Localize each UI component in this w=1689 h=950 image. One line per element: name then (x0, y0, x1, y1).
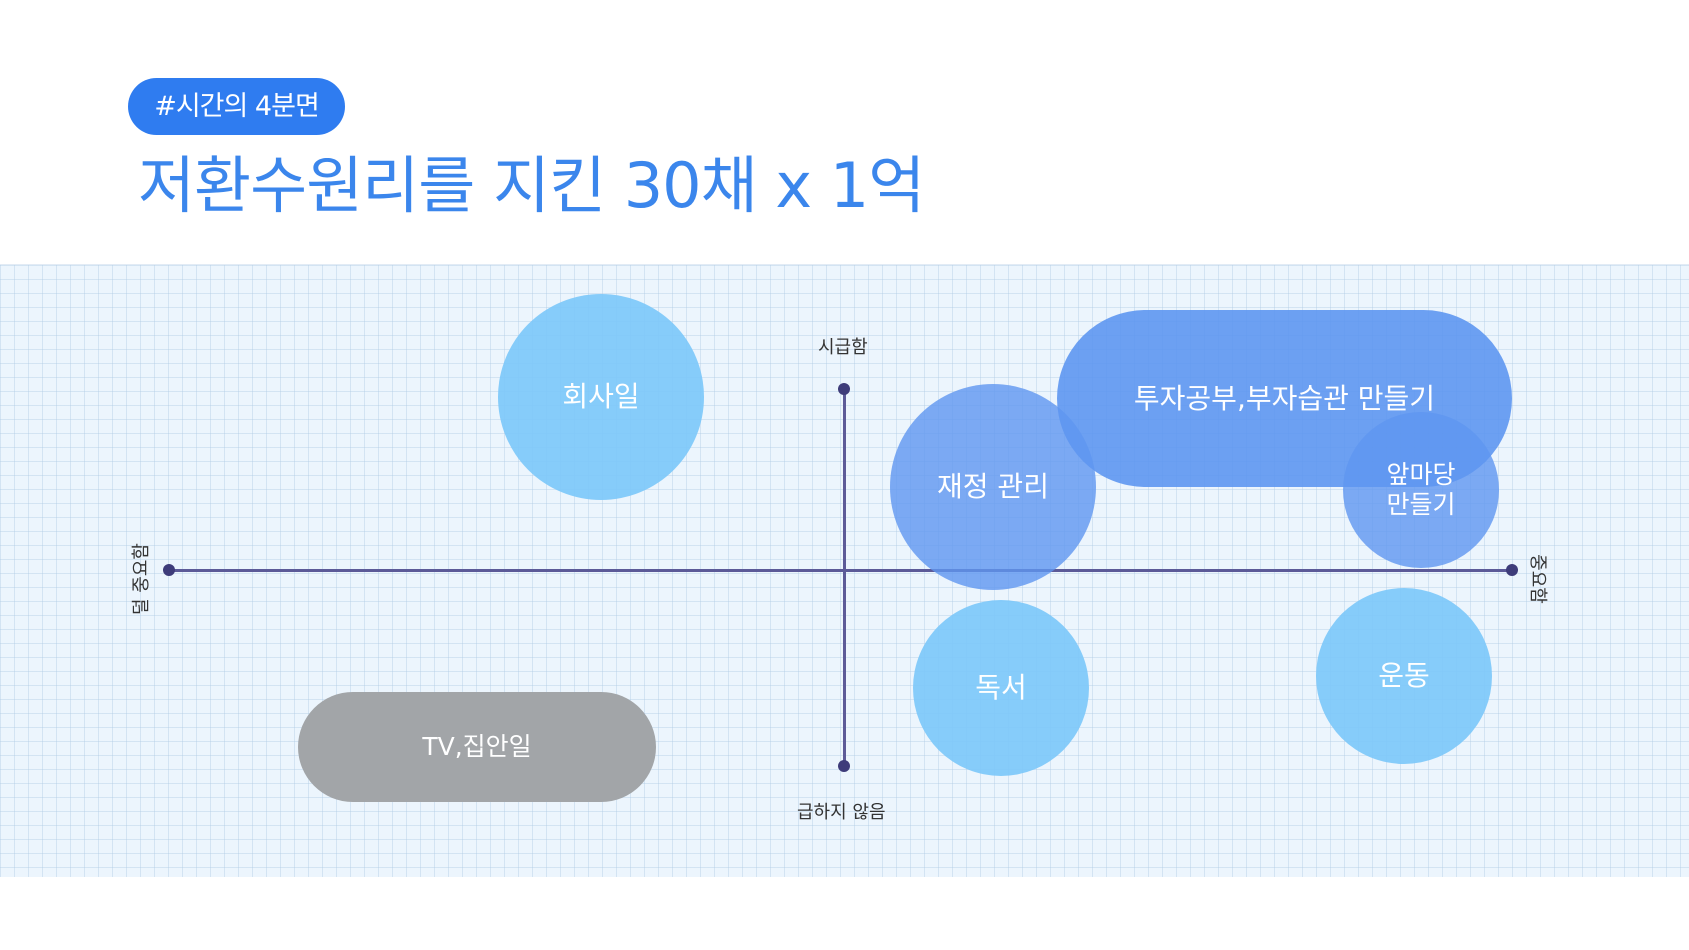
bubble-label-line1: 앞마당 (1386, 460, 1456, 489)
bubble-company-work: 회사일 (498, 294, 704, 500)
axis-left-dot (163, 564, 175, 576)
bubble-reading: 독서 (913, 600, 1089, 776)
importance-axis (169, 569, 1512, 572)
page-title: 저환수원리를 지킨 30채 x 1억 (138, 149, 925, 222)
axis-bottom-dot (838, 760, 850, 772)
bubble-label: TV,집안일 (422, 732, 532, 761)
bubble-label: 회사일 (562, 380, 640, 413)
axis-label-important: 중요함 (1527, 554, 1548, 604)
axis-top-dot (838, 383, 850, 395)
bubble-finance: 재정 관리 (890, 384, 1096, 590)
axis-label-less-important: 덜 중요함 (131, 543, 152, 615)
bubble-label-line2: 만들기 (1386, 490, 1456, 519)
axis-label-urgent: 시급함 (818, 337, 868, 358)
axis-label-not-urgent: 급하지 않음 (797, 802, 886, 823)
axis-right-dot (1506, 564, 1518, 576)
bubble-label: 운동 (1378, 659, 1430, 692)
bubble-label: 재정 관리 (937, 470, 1049, 503)
bubble-front-yard: 앞마당 만들기 (1343, 412, 1499, 568)
urgency-axis (843, 389, 846, 766)
bubble-tv-house: TV,집안일 (298, 692, 656, 802)
section-tag: #시간의 4분면 (128, 78, 345, 135)
bubble-exercise: 운동 (1316, 588, 1492, 764)
bubble-label: 투자공부,부자습관 만들기 (1133, 381, 1436, 415)
bubble-label: 독서 (975, 671, 1027, 704)
